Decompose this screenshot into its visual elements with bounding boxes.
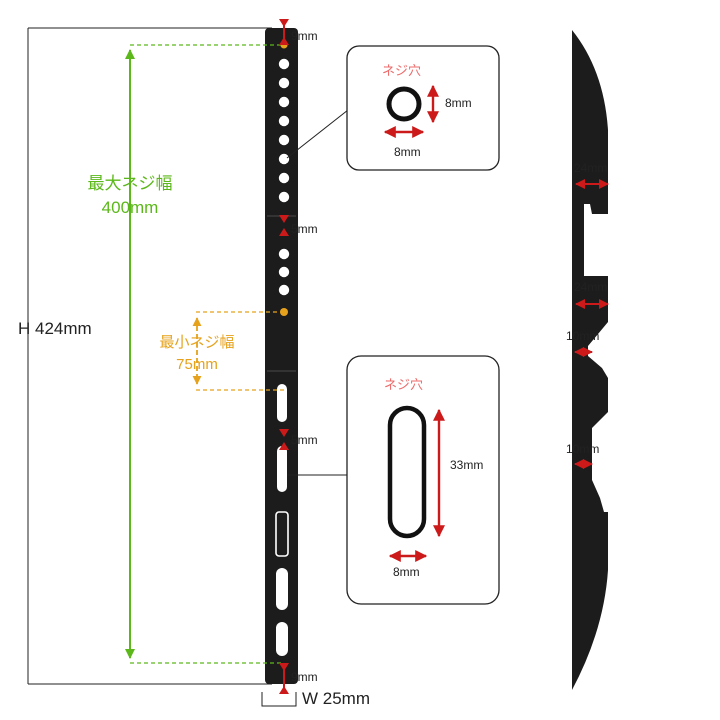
round-hole <box>278 248 290 260</box>
side-red-markers <box>574 179 609 469</box>
callout-round-hole <box>346 45 500 171</box>
min-pitch-title: 最小ネジ幅 <box>159 334 235 351</box>
callout-round-title: ネジ穴 <box>382 63 422 78</box>
height-label: H 424mm <box>18 319 92 338</box>
side-dim-3: 10mm <box>566 329 600 343</box>
slot-holes <box>275 384 289 656</box>
round-hole <box>278 191 290 203</box>
width-dimension-line <box>261 692 297 707</box>
round-hole <box>278 115 290 127</box>
min-pitch-indicator <box>192 308 288 391</box>
height-dimension-line <box>27 27 272 685</box>
front-red-markers <box>279 19 289 694</box>
callout-slot-height: 33mm <box>450 458 484 472</box>
side-dim-2: 24mm <box>574 280 608 294</box>
round-hole <box>278 172 290 184</box>
max-pitch-value: 400mm <box>101 198 159 217</box>
min-pitch-value: 75mm <box>176 356 218 373</box>
hole-gap-dim: 5mm <box>291 222 318 236</box>
round-hole <box>278 284 290 296</box>
width-label: W 25mm <box>302 689 370 708</box>
callout-slot-hole <box>346 355 500 605</box>
round-holes <box>278 58 290 296</box>
round-hole <box>278 96 290 108</box>
callout-round-width: 8mm <box>394 145 421 159</box>
leader-line-round <box>286 109 349 159</box>
front-bar <box>265 28 298 684</box>
callout-slot-title: ネジ穴 <box>384 377 424 392</box>
side-profile <box>572 30 608 690</box>
side-dim-4: 10mm <box>566 442 600 456</box>
bottom-margin-dim: 9mm <box>291 670 318 684</box>
max-pitch-title: 最大ネジ幅 <box>87 174 173 193</box>
round-hole <box>278 77 290 89</box>
side-dim-1: 24mm <box>574 161 608 175</box>
callout-slot-width: 8mm <box>393 565 420 579</box>
round-hole <box>278 58 290 70</box>
round-hole <box>278 134 290 146</box>
round-hole <box>278 266 290 278</box>
top-margin-dim: 9mm <box>291 29 318 43</box>
round-hole <box>278 153 290 165</box>
callout-round-height: 8mm <box>445 96 472 110</box>
slot-gap-dim: 5mm <box>291 433 318 447</box>
